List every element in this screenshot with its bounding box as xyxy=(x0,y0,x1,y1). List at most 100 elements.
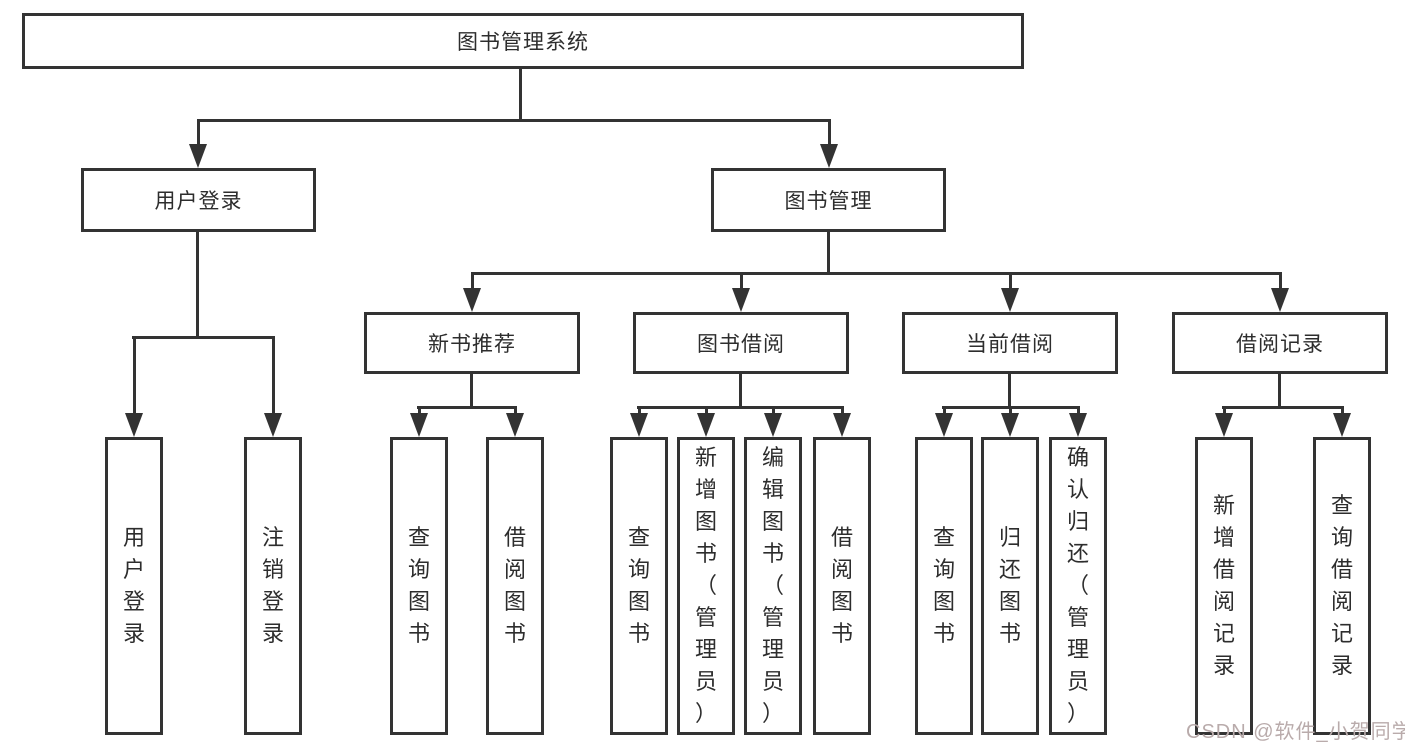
node-book-borrow-label: 图书借阅 xyxy=(697,333,785,356)
arrow-line xyxy=(1076,406,1080,413)
arrow-to-leaf-add-borrow-record xyxy=(1215,406,1233,437)
arrow-line xyxy=(840,406,844,413)
arrow-line xyxy=(739,272,743,288)
node-user-login-label: 用户登录 xyxy=(154,190,243,213)
arrow-down-icon xyxy=(264,413,282,437)
leaf-logout-label: 注销登录 xyxy=(261,525,284,646)
leaf-borrow-books-a: 借阅图书 xyxy=(486,437,544,735)
arrow-down-icon xyxy=(1215,413,1233,437)
arrow-to-borrow-records xyxy=(1271,272,1289,312)
leaf-confirm-return-label: 确认归还（管理员） xyxy=(1066,445,1089,726)
arrow-to-book-management xyxy=(820,119,838,168)
arrow-line xyxy=(827,119,831,144)
arrow-to-leaf-query-books-b xyxy=(630,406,648,437)
arrow-line xyxy=(417,406,421,413)
csdn-watermark: CSDN @软件_小贺同学 xyxy=(1186,721,1405,743)
node-root: 图书管理系统 xyxy=(22,13,1024,69)
arrow-to-leaf-borrow-books-a xyxy=(506,406,524,437)
arrow-down-icon xyxy=(125,413,143,437)
arrow-down-icon xyxy=(189,144,207,168)
arrow-down-icon xyxy=(1333,413,1351,437)
leaf-query-books-a-label: 查询图书 xyxy=(407,525,430,646)
leaf-return-books: 归还图书 xyxy=(981,437,1039,735)
arrow-to-book-borrow xyxy=(732,272,750,312)
arrow-down-icon xyxy=(820,144,838,168)
connector-new-book-recommend-stub xyxy=(470,374,473,406)
arrow-down-icon xyxy=(463,288,481,312)
arrow-to-new-book-recommend xyxy=(463,272,481,312)
connector-borrow-records-horizontal xyxy=(1222,406,1344,409)
leaf-borrow-books-b: 借阅图书 xyxy=(813,437,871,735)
arrow-to-leaf-query-books-c xyxy=(935,406,953,437)
leaf-add-books-label: 新增图书（管理员） xyxy=(694,445,717,726)
node-user-login: 用户登录 xyxy=(81,168,316,232)
arrow-to-leaf-logout xyxy=(264,336,282,437)
arrow-down-icon xyxy=(833,413,851,437)
arrow-to-leaf-confirm-return xyxy=(1069,406,1087,437)
node-root-label: 图书管理系统 xyxy=(457,31,589,54)
connector-book-borrow-stub xyxy=(739,374,742,406)
arrow-to-leaf-return-books xyxy=(1001,406,1019,437)
arrow-to-leaf-add-books xyxy=(697,406,715,437)
arrow-down-icon xyxy=(1069,413,1087,437)
arrow-line xyxy=(771,406,775,413)
connector-book-borrow-horizontal xyxy=(637,406,844,409)
arrow-line xyxy=(942,406,946,413)
arrow-line xyxy=(1278,272,1282,288)
arrow-to-leaf-query-books-a xyxy=(410,406,428,437)
leaf-query-books-b-label: 查询图书 xyxy=(627,525,650,646)
connector-new-book-recommend-horizontal xyxy=(417,406,517,409)
arrow-line xyxy=(271,336,275,413)
node-new-book-recommend: 新书推荐 xyxy=(364,312,580,374)
leaf-query-books-a: 查询图书 xyxy=(390,437,448,735)
connector-borrow-records-stub xyxy=(1278,374,1281,406)
arrow-line xyxy=(637,406,641,413)
leaf-user-login: 用户登录 xyxy=(105,437,163,735)
arrow-line xyxy=(513,406,517,413)
leaf-query-books-c: 查询图书 xyxy=(915,437,973,735)
arrow-to-leaf-borrow-books-b xyxy=(833,406,851,437)
arrow-down-icon xyxy=(630,413,648,437)
leaf-query-books-c-label: 查询图书 xyxy=(932,525,955,646)
arrow-to-leaf-edit-books xyxy=(764,406,782,437)
connector-book-management-stub xyxy=(827,232,830,272)
arrow-line xyxy=(196,119,200,144)
leaf-add-borrow-record-label: 新增借阅记录 xyxy=(1212,493,1235,678)
node-new-book-recommend-label: 新书推荐 xyxy=(428,333,516,356)
leaf-add-borrow-record: 新增借阅记录 xyxy=(1195,437,1253,735)
connector-root-stub xyxy=(519,69,522,119)
arrow-down-icon xyxy=(732,288,750,312)
arrow-down-icon xyxy=(1001,413,1019,437)
leaf-query-borrow-record: 查询借阅记录 xyxy=(1313,437,1371,735)
arrow-line xyxy=(1340,406,1344,413)
leaf-edit-books-label: 编辑图书（管理员） xyxy=(761,445,784,726)
node-current-borrow: 当前借阅 xyxy=(902,312,1118,374)
leaf-confirm-return: 确认归还（管理员） xyxy=(1049,437,1107,735)
connector-root-horizontal xyxy=(197,119,830,122)
arrow-down-icon xyxy=(506,413,524,437)
arrow-to-leaf-query-borrow-record xyxy=(1333,406,1351,437)
connector-user-login-horizontal xyxy=(132,336,275,339)
leaf-query-books-b: 查询图书 xyxy=(610,437,668,735)
leaf-edit-books: 编辑图书（管理员） xyxy=(744,437,802,735)
arrow-down-icon xyxy=(410,413,428,437)
arrow-to-leaf-user-login xyxy=(125,336,143,437)
node-book-borrow: 图书借阅 xyxy=(633,312,849,374)
leaf-borrow-books-a-label: 借阅图书 xyxy=(503,525,526,646)
arrow-line xyxy=(1222,406,1226,413)
node-book-management-label: 图书管理 xyxy=(784,190,873,213)
leaf-logout: 注销登录 xyxy=(244,437,302,735)
node-current-borrow-label: 当前借阅 xyxy=(966,333,1054,356)
node-borrow-records-label: 借阅记录 xyxy=(1236,333,1324,356)
arrow-to-user-login xyxy=(189,119,207,168)
leaf-borrow-books-b-label: 借阅图书 xyxy=(830,525,853,646)
leaf-query-borrow-record-label: 查询借阅记录 xyxy=(1330,493,1353,678)
connector-book-management-horizontal xyxy=(471,272,1281,275)
arrow-to-current-borrow xyxy=(1001,272,1019,312)
arrow-down-icon xyxy=(1001,288,1019,312)
arrow-down-icon xyxy=(1271,288,1289,312)
arrow-down-icon xyxy=(764,413,782,437)
leaf-add-books: 新增图书（管理员） xyxy=(677,437,735,735)
connector-current-borrow-stub xyxy=(1008,374,1011,406)
